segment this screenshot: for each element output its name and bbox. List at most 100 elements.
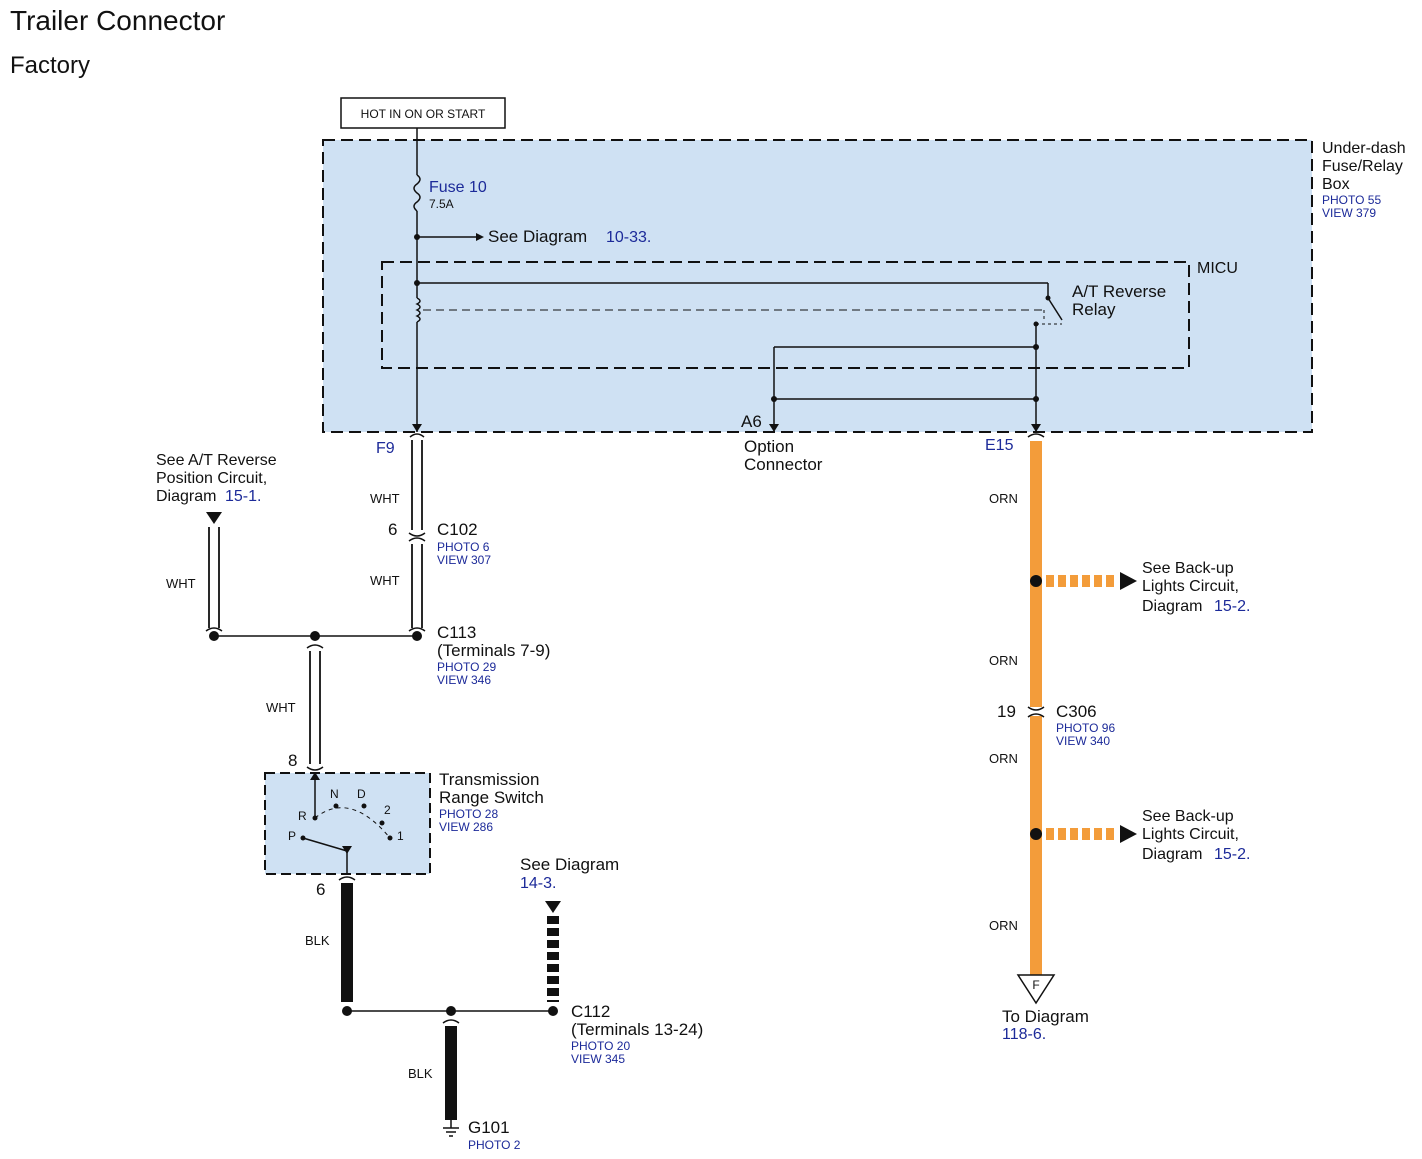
fuse-name: Fuse 10 (429, 179, 487, 196)
relay-name-2: Relay (1072, 300, 1116, 319)
micu-label: MICU (1197, 260, 1238, 277)
offpage-letter: F (1032, 978, 1039, 992)
power-source-box (340, 97, 506, 129)
arrow-down-icon (412, 424, 422, 432)
fuse-relay-box (322, 139, 1313, 433)
fuse-icon (413, 174, 421, 212)
trs-arc (314, 807, 391, 839)
c306-connector-icon (1027, 706, 1045, 711)
c306-view: VIEW 340 (1056, 734, 1110, 748)
option-name-1: Option (744, 437, 794, 456)
micu-box (381, 261, 1190, 369)
backup1-line3: Diagram (1142, 598, 1202, 615)
c102-pin: 6 (388, 520, 397, 539)
at-reverse-ref: 15-1. (225, 488, 261, 505)
offpage-connector-icon (1016, 974, 1056, 1005)
at-reverse-3: Diagram (156, 488, 216, 505)
g101-photo: PHOTO 2 (468, 1138, 521, 1152)
terminal-e15: E15 (985, 437, 1014, 454)
at-reverse-2: Position Circuit, (156, 470, 267, 487)
backup1-line2: Lights Circuit, (1142, 578, 1239, 595)
c112-photo: PHOTO 20 (571, 1039, 630, 1053)
wire-label-wht-lower: WHT (266, 700, 296, 715)
connector-icon (306, 766, 324, 771)
c102-photo: PHOTO 6 (437, 540, 490, 554)
trs-pos-2: 2 (384, 803, 391, 817)
backup1-ref: 15-2. (1214, 598, 1250, 615)
c112-terminals: (Terminals 13-24) (571, 1020, 703, 1039)
trs-pos-n: N (330, 787, 339, 801)
wire-label-wht-mid: WHT (370, 573, 400, 588)
trs-photo: PHOTO 28 (439, 807, 498, 821)
trs-contact-1 (387, 835, 393, 841)
terminal-f9: F9 (376, 440, 395, 457)
arrow-down-icon (1031, 424, 1041, 432)
wire-label-orn-3: ORN (989, 751, 1018, 766)
c306-photo: PHOTO 96 (1056, 721, 1115, 735)
wire-label-orn-2: ORN (989, 653, 1018, 668)
trs-pos-p: P (288, 829, 296, 843)
c102-connector-icon (408, 532, 426, 537)
trs-name-2: Range Switch (439, 788, 544, 807)
see-diagram-text: See Diagram (488, 227, 587, 246)
arrow-down-icon (206, 512, 222, 524)
wire-label-orn-4: ORN (989, 918, 1018, 933)
c113-name: C113 (437, 623, 476, 642)
c113-view: VIEW 346 (437, 673, 491, 687)
backup1-line1: See Back-up (1142, 560, 1234, 577)
connector-icon (306, 644, 324, 649)
trs-contact-2 (379, 820, 385, 826)
see-diagram-14-ref: 14-3. (520, 875, 556, 892)
fuse-box-name-2: Fuse/Relay (1322, 158, 1403, 175)
arrow-down-icon (545, 901, 561, 913)
c306-connector-icon (1027, 713, 1045, 718)
arrow-down-icon (769, 424, 779, 432)
wire-label-blk-switch: BLK (305, 933, 330, 948)
trs-view: VIEW 286 (439, 820, 493, 834)
connector-icon (409, 433, 425, 438)
c102-name: C102 (437, 520, 478, 539)
relay-coil-icon (415, 297, 421, 323)
fuse-box-photo: PHOTO 55 (1322, 193, 1381, 207)
arrow-right-icon (1120, 825, 1137, 843)
c306-name: C306 (1056, 702, 1097, 721)
arrow-right-icon (1120, 572, 1137, 590)
option-pin: A6 (741, 412, 762, 431)
wire-label-blk-ground: BLK (408, 1066, 433, 1081)
wire-label-orn-1: ORN (989, 491, 1018, 506)
trs-pin-bottom: 6 (316, 880, 325, 899)
to-diagram-text: To Diagram (1002, 1007, 1089, 1026)
backup2-line2: Lights Circuit, (1142, 826, 1239, 843)
c306-pin: 19 (997, 702, 1016, 721)
arrow-up-icon (310, 772, 320, 780)
fuse-box-name-1: Under-dash (1322, 140, 1406, 157)
trs-name-1: Transmission (439, 770, 539, 789)
trs-contact-d (361, 803, 367, 809)
c112-name: C112 (571, 1002, 610, 1021)
c113-photo: PHOTO 29 (437, 660, 496, 674)
fuse-rating: 7.5A (429, 197, 454, 211)
connector-icon (1027, 433, 1045, 438)
c113-terminals: (Terminals 7-9) (437, 641, 550, 660)
relay-switch-arm (1047, 297, 1063, 321)
trs-contact-n (333, 803, 339, 809)
arrow-down-icon (342, 846, 352, 854)
fuse-box-view: VIEW 379 (1322, 206, 1376, 220)
trs-pin-top: 8 (288, 751, 297, 770)
backup2-line3: Diagram (1142, 846, 1202, 863)
to-diagram-ref: 118-6. (1002, 1026, 1046, 1043)
page-title: Trailer Connector (10, 5, 225, 36)
trs-pos-r: R (298, 809, 307, 823)
arrow-right-icon (476, 233, 484, 241)
trs-pos-1: 1 (397, 829, 404, 843)
connector-icon (205, 627, 223, 632)
backup2-line1: See Back-up (1142, 808, 1234, 825)
fuse-box-name-3: Box (1322, 176, 1350, 193)
relay-name-1: A/T Reverse (1072, 282, 1166, 301)
backup2-ref: 15-2. (1214, 846, 1250, 863)
c102-view: VIEW 307 (437, 553, 491, 567)
c113-connector-icon (408, 627, 426, 632)
wire-label-wht-upper: WHT (370, 491, 400, 506)
c112-view: VIEW 345 (571, 1052, 625, 1066)
